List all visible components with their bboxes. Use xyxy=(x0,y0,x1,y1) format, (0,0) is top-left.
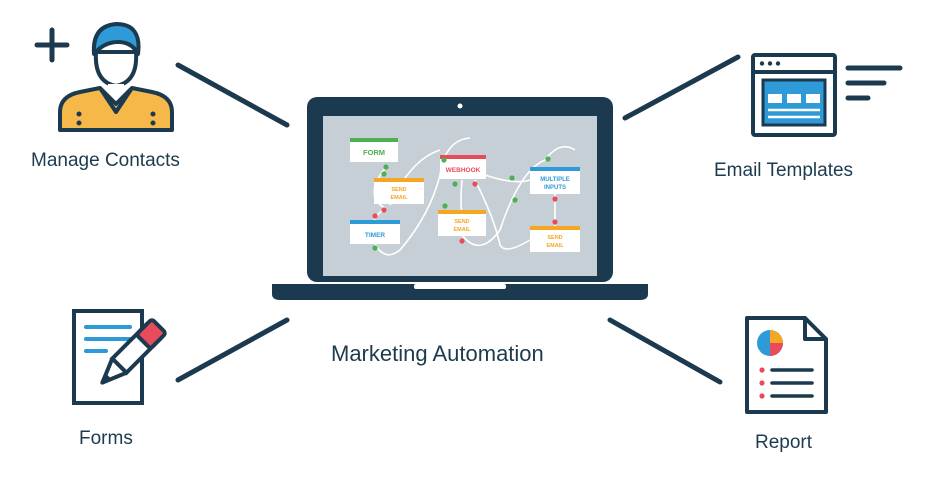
form-pen-icon xyxy=(72,309,167,405)
label-forms: Forms xyxy=(79,428,133,449)
node-send-email-1: SEND EMAIL xyxy=(374,171,424,213)
node-send-email-1-line1: SEND xyxy=(391,187,406,193)
node-timer: TIMER xyxy=(350,213,400,251)
node-send-email-2: SEND EMAIL xyxy=(438,203,486,244)
connector-manage-contacts xyxy=(175,62,290,128)
node-send-email-2-line1: SEND xyxy=(454,219,469,225)
node-send-email-3-line1: SEND xyxy=(547,235,562,241)
connector-lines xyxy=(175,54,741,385)
node-form-label: FORM xyxy=(363,148,385,157)
laptop-icon xyxy=(272,97,648,300)
connector-forms xyxy=(175,317,290,383)
node-send-email-3-line2: EMAIL xyxy=(546,243,564,249)
user-plus-icon xyxy=(34,22,174,132)
node-timer-label: TIMER xyxy=(365,232,386,239)
node-multiple-inputs: MULTIPLE INPUTS xyxy=(509,156,580,202)
node-form: FORM xyxy=(350,138,398,170)
email-template-icon xyxy=(751,53,903,137)
report-document-icon xyxy=(745,316,828,414)
node-multiple-inputs-line2: INPUTS xyxy=(544,185,566,191)
node-send-email-1-line2: EMAIL xyxy=(390,195,408,201)
label-manage-contacts: Manage Contacts xyxy=(31,150,180,171)
label-report: Report xyxy=(755,432,813,453)
center-label-marketing-automation: Marketing Automation xyxy=(331,341,544,366)
label-email-templates: Email Templates xyxy=(714,160,854,181)
node-webhook: WEBHOOK xyxy=(440,155,486,187)
node-send-email-3: SEND EMAIL xyxy=(512,197,580,252)
connector-email-templates xyxy=(622,54,741,121)
node-send-email-2-line2: EMAIL xyxy=(453,227,471,233)
connector-report xyxy=(607,317,723,385)
node-webhook-label: WEBHOOK xyxy=(446,167,481,174)
node-multiple-inputs-line1: MULTIPLE xyxy=(540,177,570,183)
